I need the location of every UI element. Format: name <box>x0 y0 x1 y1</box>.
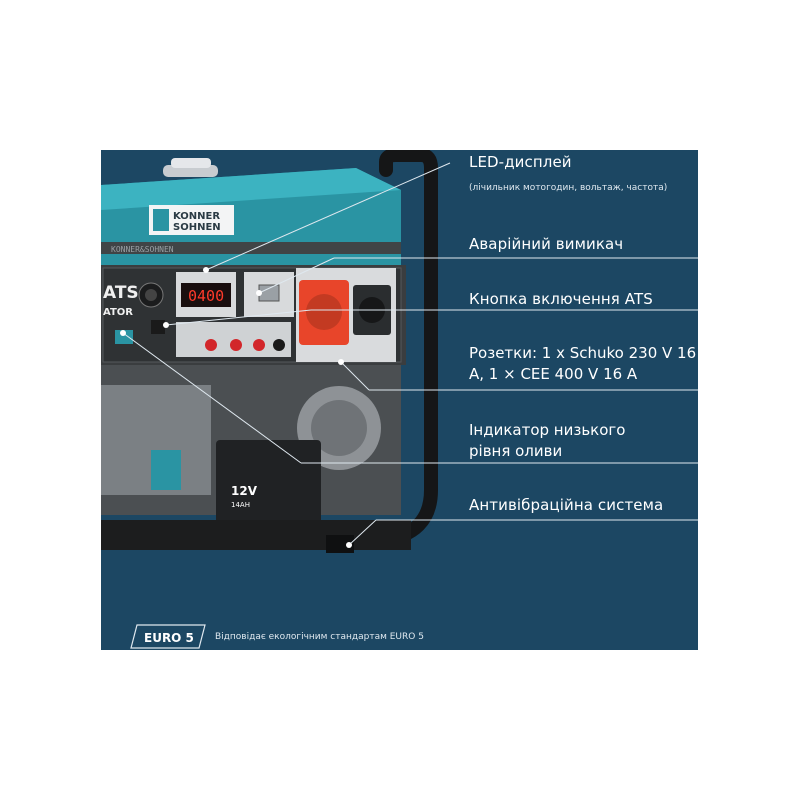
euro-badge-shape <box>130 624 206 649</box>
panel-text-ats: ATS <box>103 283 139 303</box>
control-panel: ATS ATOR 0400 <box>101 265 406 365</box>
brand-logo: KONNER SOHNEN <box>149 205 234 235</box>
svg-text:KONNER&SOHNEN: KONNER&SOHNEN <box>111 245 174 254</box>
generator-illustration: KONNER&SOHNEN KONNER SOHNEN ATS ATOR 040… <box>101 150 698 650</box>
logo-line-2: SOHNEN <box>173 222 221 233</box>
callout-led-display-subtitle: (лічильник мотогодин, вольтаж, частота) <box>469 183 668 193</box>
callout-ats-button: Кнопка включення ATS <box>469 290 653 308</box>
callout-sockets: Розетки: 1 x Schuko 230 V 16 A, 1 × CEE … <box>469 344 697 383</box>
battery-capacity: 14AH <box>231 501 250 509</box>
callout-emergency-switch: Аварійний вимикач <box>469 235 624 253</box>
anti-vibration-mount <box>326 535 354 553</box>
fuel-tank: KONNER&SOHNEN <box>101 158 401 275</box>
callout-led-display: LED-дисплей <box>469 153 572 171</box>
callout-oil-indicator: Індикатор низького рівня оливи <box>469 421 626 460</box>
callout-anti-vibration: Антивібраційна система <box>469 496 664 514</box>
frame <box>101 150 438 547</box>
oil-indicator <box>115 330 133 344</box>
callout-dots <box>120 267 352 548</box>
callout-lines <box>122 162 698 546</box>
euro-5-badge: EURO 5 <box>131 628 201 648</box>
engine: 12V 14AH <box>101 365 401 525</box>
logo-line-1: KONNER <box>173 211 220 222</box>
panel-text-ator: ATOR <box>103 307 133 318</box>
euro-5-badge-text: EURO 5 <box>144 631 194 645</box>
euro-5-description: Відповідає екологічним стандартам EURO 5 <box>215 632 424 642</box>
led-display-value: 0400 <box>188 287 224 305</box>
led-display <box>181 283 231 307</box>
product-image-panel: KONNER&SOHNEN KONNER SOHNEN ATS ATOR 040… <box>101 150 698 650</box>
battery-voltage: 12V <box>231 484 258 498</box>
